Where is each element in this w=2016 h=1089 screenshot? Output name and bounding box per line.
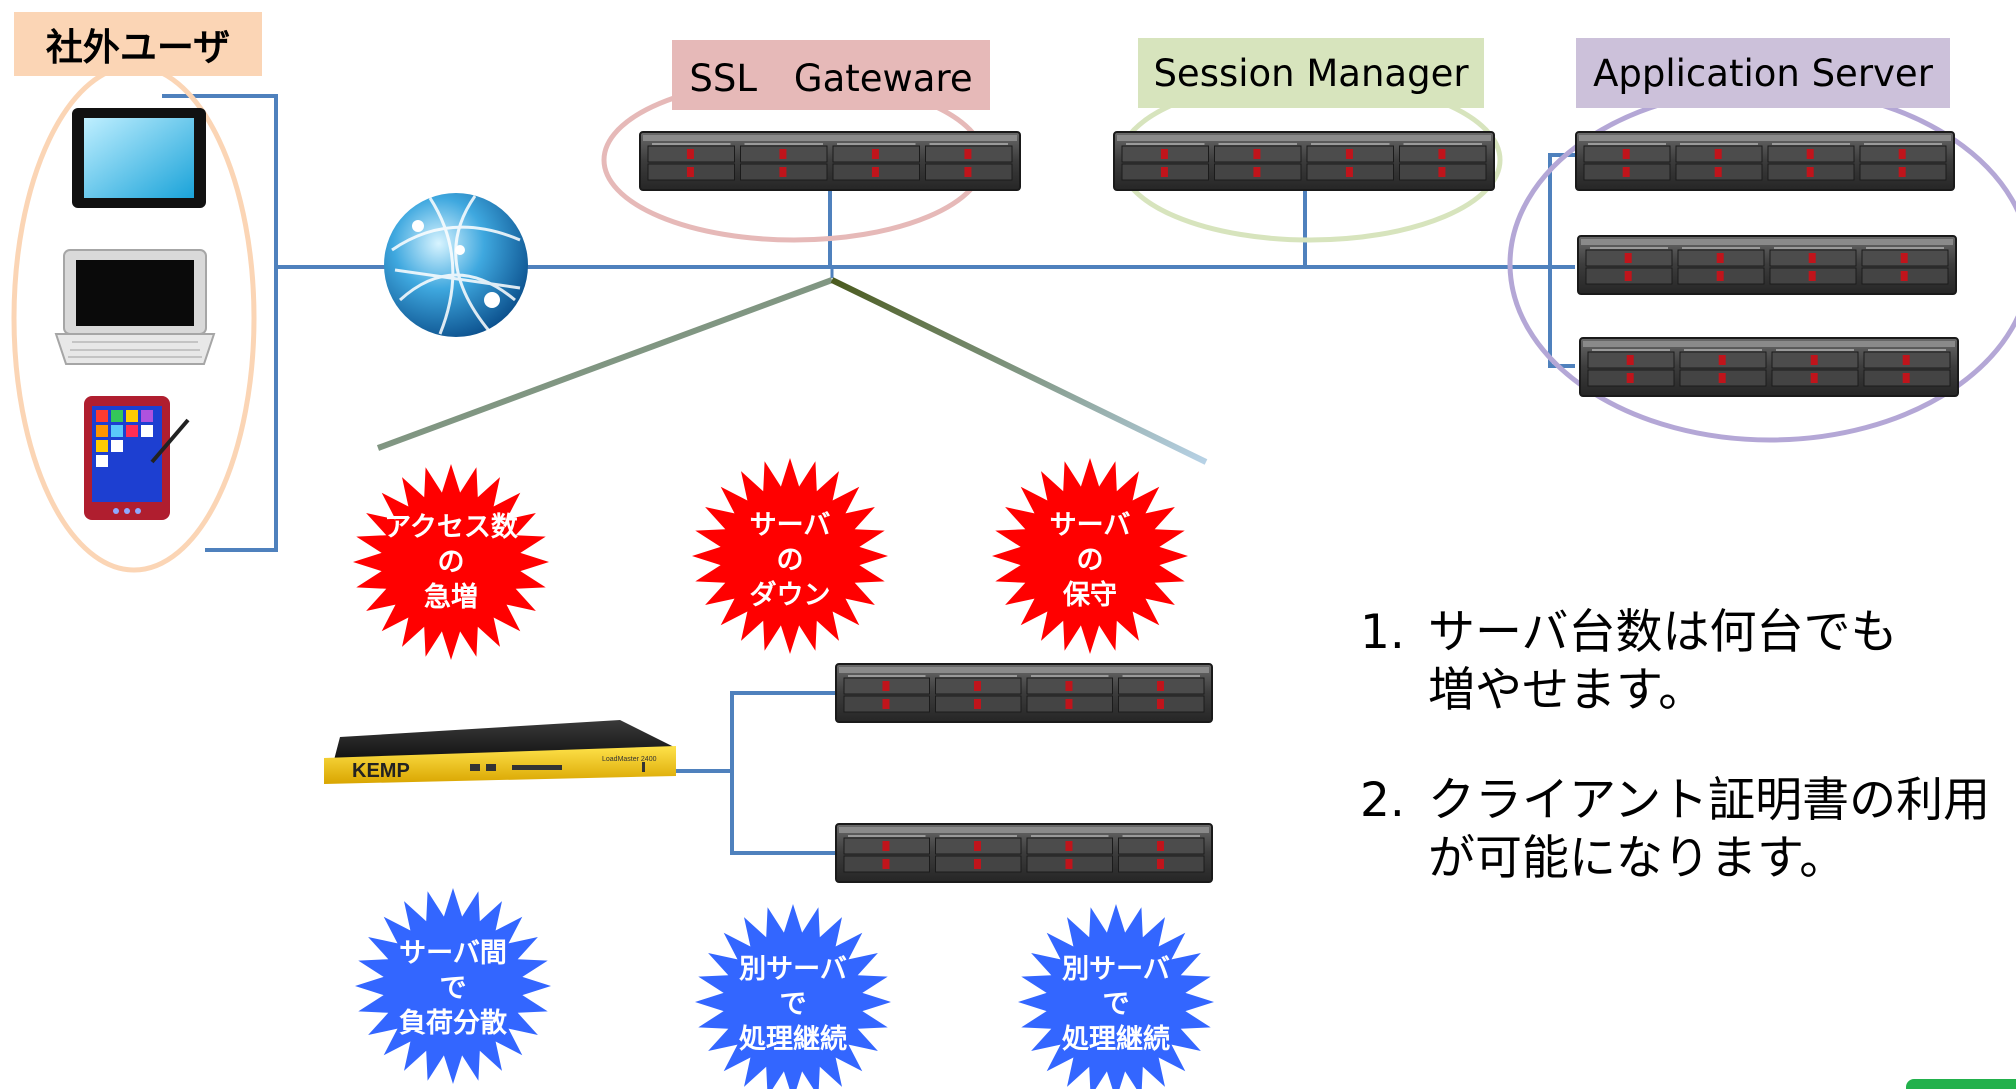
- application-server-3: [1579, 337, 1959, 397]
- notes-list: 1. サーバ台数は何台でも 増やせます。 2. クライアント証明書の利用 が可能…: [1360, 604, 1990, 940]
- solution-burst-label-2: 別サーバで処理継続: [739, 954, 847, 1055]
- problem-burst-server-down: [692, 458, 888, 654]
- ssl-gateway-label: SSL Gateware: [672, 40, 990, 110]
- backend-server-2: [835, 823, 1213, 883]
- tablet-icon: [72, 108, 206, 208]
- solution-burst-load-balance: [355, 888, 551, 1084]
- note-number: 1.: [1360, 605, 1405, 660]
- rack-servers: [639, 131, 1959, 883]
- ssl-gateway-server: [639, 131, 1021, 191]
- application-server-1: [1575, 131, 1955, 191]
- problem-burst-access-surge: [353, 464, 549, 660]
- solution-burst-failover: [695, 904, 891, 1089]
- session-manager-label: Session Manager: [1138, 38, 1484, 108]
- note-item: 1. サーバ台数は何台でも 増やせます。: [1360, 604, 1990, 720]
- note-line: が可能になります。: [1428, 831, 1847, 886]
- problem-burst-label-3: サーバの保守: [1049, 510, 1131, 611]
- problem-burst-label-1: アクセス数の急増: [384, 512, 518, 613]
- solution-burst-label-3: 別サーバで処理継続: [1062, 954, 1170, 1055]
- note-line: クライアント証明書の利用: [1428, 773, 1991, 828]
- note-line: サーバ台数は何台でも: [1428, 605, 1898, 660]
- internet-globe-icon: [384, 193, 528, 337]
- user-group-label: 社外ユーザ: [14, 12, 262, 76]
- note-line: 増やせます。: [1428, 663, 1706, 718]
- application-server-2: [1577, 235, 1957, 295]
- laptop-icon: [54, 249, 216, 365]
- tablet-pen-icon: [84, 396, 190, 520]
- session-manager-server: [1113, 131, 1495, 191]
- solution-burst-maintenance-continue: [1018, 904, 1214, 1089]
- note-item: 2. クライアント証明書の利用 が可能になります。: [1360, 772, 1990, 888]
- load-balancer-model: LoadMaster 2400: [602, 756, 657, 763]
- load-balancer-device: KEMP LoadMaster 2400: [324, 720, 676, 784]
- note-number: 2.: [1360, 773, 1405, 828]
- backend-server-1: [835, 663, 1213, 723]
- application-server-label: Application Server: [1576, 38, 1950, 108]
- problem-burst-server-maintenance: [992, 458, 1188, 654]
- solution-burst-label-1: サーバ間で負荷分散: [399, 938, 507, 1039]
- problem-burst-label-2: サーバのダウン: [749, 510, 831, 611]
- corner-tab: [1906, 1079, 2016, 1089]
- bursts: [353, 458, 1214, 1089]
- load-balancer-brand: KEMP: [352, 760, 410, 782]
